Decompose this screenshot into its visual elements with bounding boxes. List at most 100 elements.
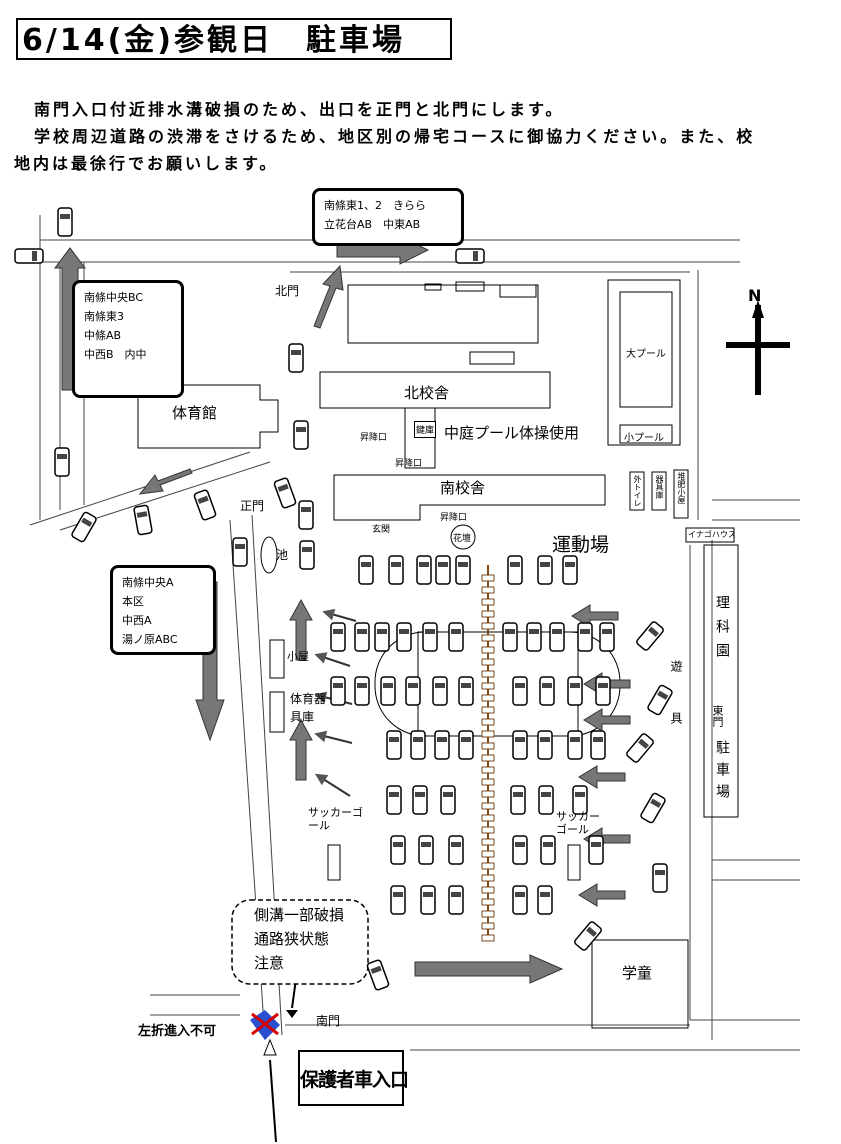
walkway-mark <box>481 574 495 582</box>
car-icon <box>390 835 406 865</box>
lift-label-2: 昇降口 <box>395 459 423 469</box>
car-windshield <box>357 683 367 688</box>
car-icon <box>455 555 471 585</box>
warning-line-2: 通路狭状態 <box>254 930 330 948</box>
route-box-southwest: 南條中央A 本区 中西A 湯ノ原ABC <box>110 565 216 655</box>
car-windshield <box>408 683 418 688</box>
route-sw-line-1: 南條中央A <box>122 576 174 589</box>
car-icon <box>512 885 528 915</box>
walkway-mark <box>481 718 495 726</box>
car-windshield <box>602 629 612 634</box>
gate-south: 南門 <box>316 1014 341 1028</box>
walkway-mark <box>481 622 495 630</box>
walkway-mark <box>481 778 495 786</box>
walkway-mark <box>481 706 495 714</box>
car-windshield <box>451 629 461 634</box>
walkway-mark <box>481 730 495 738</box>
car-windshield <box>461 737 471 742</box>
car-windshield <box>333 683 343 688</box>
car-icon <box>54 447 70 477</box>
car-windshield <box>570 683 580 688</box>
car-icon <box>388 555 404 585</box>
car-windshield <box>540 892 550 897</box>
car-windshield <box>32 251 37 261</box>
car-windshield <box>393 842 403 847</box>
car-icon <box>599 622 615 652</box>
car-icon <box>440 785 456 815</box>
car-icon <box>588 835 604 865</box>
car-icon <box>418 835 434 865</box>
car-icon <box>636 621 664 651</box>
car-windshield <box>598 683 608 688</box>
car-icon <box>652 863 668 893</box>
car-windshield <box>60 214 70 219</box>
walkway-mark <box>481 790 495 798</box>
car-windshield <box>575 792 585 797</box>
car-windshield <box>357 629 367 634</box>
science-garden-label: 理科園 <box>714 595 730 667</box>
notice: 南門入口付近排水溝破損のため、出口を正門と北門にします。 学校周辺道路の渋滞をさ… <box>14 96 829 177</box>
car-icon <box>358 555 374 585</box>
fertilizer-shed-label: 堆肥小屋 <box>677 472 686 504</box>
warning-text: 側溝一部破損 通路狭状態 注意 <box>254 903 344 975</box>
car-windshield <box>515 892 525 897</box>
car-windshield <box>541 792 551 797</box>
car-windshield <box>580 629 590 634</box>
car-windshield <box>419 562 429 567</box>
parking-label: 駐車場 <box>714 740 730 806</box>
car-icon <box>595 676 611 706</box>
walkway-mark <box>481 850 495 858</box>
parked-cars <box>14 207 673 991</box>
car-windshield <box>540 737 550 742</box>
walkway-mark <box>481 694 495 702</box>
car-windshield <box>389 792 399 797</box>
ground-label: 運動場 <box>552 534 610 556</box>
pond-label: 池 <box>276 548 289 562</box>
warning-line-1: 側溝一部破損 <box>254 906 345 924</box>
car-windshield <box>425 629 435 634</box>
car-windshield <box>461 683 471 688</box>
car-icon <box>71 511 97 543</box>
route-sw-line-3: 中西A <box>122 614 152 627</box>
walkway-mark <box>481 682 495 690</box>
car-windshield <box>399 629 409 634</box>
car-windshield <box>333 629 343 634</box>
south-building-label: 南校舎 <box>440 479 486 497</box>
walkway-mark <box>481 646 495 654</box>
key-storage-label: 鍵庫 <box>414 421 437 438</box>
car-icon <box>133 504 153 536</box>
car-icon <box>458 676 474 706</box>
car-icon <box>432 676 448 706</box>
walkway-mark <box>481 766 495 774</box>
car-icon <box>298 500 314 530</box>
car-windshield <box>515 842 525 847</box>
entrance-sign: 保護者車入口 <box>298 1050 409 1106</box>
walkway-mark <box>481 862 495 870</box>
lift-label-1: 昇降口 <box>360 433 388 443</box>
traffic-arrows <box>54 235 631 984</box>
walkway-mark <box>481 610 495 618</box>
walkway-mark <box>481 934 495 942</box>
car-icon <box>422 622 438 652</box>
car-windshield <box>655 870 665 875</box>
walkway-mark <box>481 886 495 894</box>
car-windshield <box>423 892 433 897</box>
car-icon <box>293 420 309 450</box>
car-windshield <box>591 842 601 847</box>
route-box-west: 南條中央BC 南條東3 中條AB 中西B 内中 <box>72 280 184 398</box>
car-windshield <box>540 562 550 567</box>
route-north-line-2: 立花台AB 中東AB <box>324 218 421 231</box>
car-windshield <box>565 562 575 567</box>
walkway-mark <box>481 670 495 678</box>
car-windshield <box>570 737 580 742</box>
route-west-line-2: 南條東3 <box>84 310 124 323</box>
walkway-mark <box>481 754 495 762</box>
car-icon <box>539 676 555 706</box>
north-building-label: 北校舎 <box>404 384 450 402</box>
car-icon <box>458 730 474 760</box>
car-icon <box>507 555 523 585</box>
walkway-mark <box>481 658 495 666</box>
gym-storage-label: 体育器具庫 <box>290 692 327 724</box>
warning-line-3: 注意 <box>254 954 285 972</box>
car-windshield <box>415 792 425 797</box>
